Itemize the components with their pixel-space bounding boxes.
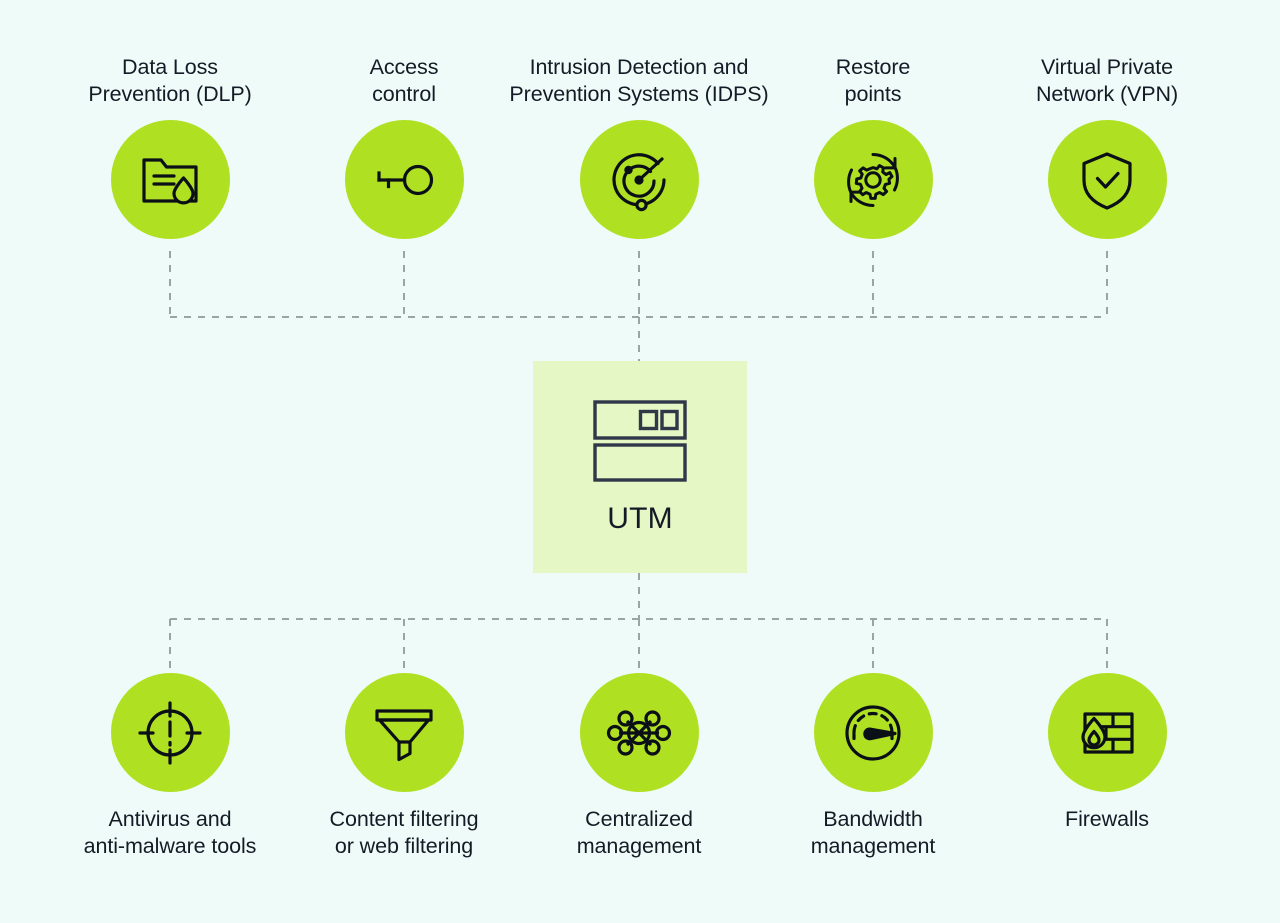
- node-label: Virtual Private Network (VPN): [1035, 55, 1179, 106]
- firewall-brick-flame-icon: [1047, 673, 1167, 792]
- node-vpn[interactable]: Virtual Private Network (VPN): [987, 54, 1227, 239]
- network-hub-icon: [579, 673, 699, 792]
- node-restore-points[interactable]: Restore points: [753, 54, 993, 239]
- funnel-icon: [344, 673, 464, 792]
- node-label: Centralized management: [576, 807, 702, 858]
- node-antivirus[interactable]: Antivirus and anti-malware tools: [50, 673, 290, 860]
- node-label: Firewalls: [1065, 807, 1149, 831]
- node-label: Intrusion Detection and Prevention Syste…: [509, 55, 769, 106]
- radar-icon: [579, 120, 699, 239]
- node-idps[interactable]: Intrusion Detection and Prevention Syste…: [459, 54, 819, 239]
- utm-center-box[interactable]: UTM: [533, 361, 747, 573]
- node-label: Content filtering or web filtering: [329, 807, 479, 858]
- speedometer-icon: [813, 673, 933, 792]
- gear-refresh-icon: [813, 120, 933, 239]
- node-content-filtering[interactable]: Content filtering or web filtering: [284, 673, 524, 860]
- node-label: Data Loss Prevention (DLP): [88, 55, 252, 106]
- crosshair-alert-icon: [110, 673, 230, 792]
- utm-label: UTM: [607, 501, 673, 535]
- node-data-loss-prevention[interactable]: Data Loss Prevention (DLP): [50, 54, 290, 239]
- node-access-control[interactable]: Access control: [284, 54, 524, 239]
- folder-droplet-icon: [110, 120, 230, 239]
- node-label: Antivirus and anti-malware tools: [83, 807, 257, 858]
- node-bandwidth-management[interactable]: Bandwidth management: [753, 673, 993, 860]
- key-icon: [344, 120, 464, 239]
- node-label: Bandwidth management: [810, 807, 936, 858]
- node-label: Restore points: [835, 55, 911, 106]
- node-label: Access control: [369, 55, 439, 106]
- shield-check-icon: [1047, 120, 1167, 239]
- server-rack-icon: [592, 399, 688, 490]
- node-firewalls[interactable]: Firewalls: [987, 673, 1227, 833]
- node-centralized-management[interactable]: Centralized management: [519, 673, 759, 860]
